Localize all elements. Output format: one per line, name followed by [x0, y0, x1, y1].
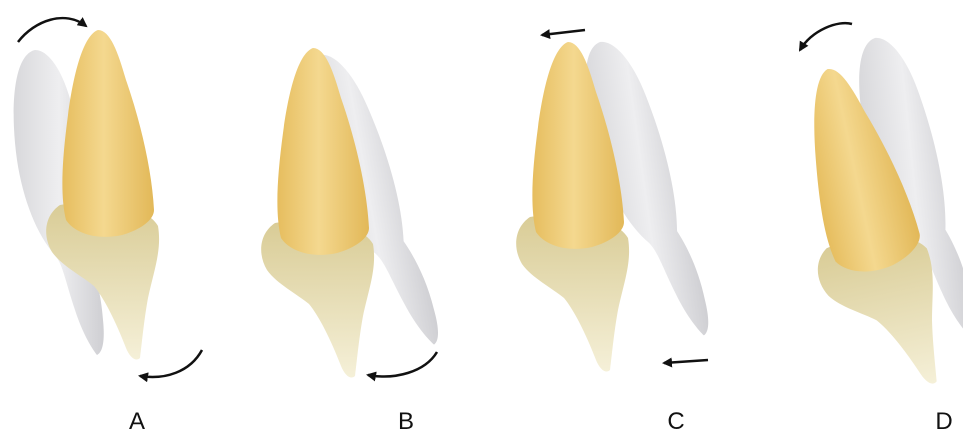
panel-d-top-arrow	[800, 23, 852, 50]
panel-c-top-arrow	[542, 30, 585, 35]
panel-b-diagram	[261, 43, 440, 377]
panel-label-d: D	[924, 408, 963, 436]
panel-a-top-arrow	[18, 18, 86, 42]
panel-c-diagram	[516, 30, 710, 372]
panel-a-bottom-arrow	[140, 350, 202, 377]
panel-label-b: B	[386, 408, 426, 436]
panel-d-diagram	[777, 23, 963, 402]
panel-b-bottom-arrow	[368, 352, 437, 376]
panel-label-a: A	[117, 408, 157, 436]
panel-c-bottom-arrow	[664, 360, 708, 363]
panel-a-diagram	[14, 18, 202, 377]
panel-label-c: C	[656, 408, 696, 436]
